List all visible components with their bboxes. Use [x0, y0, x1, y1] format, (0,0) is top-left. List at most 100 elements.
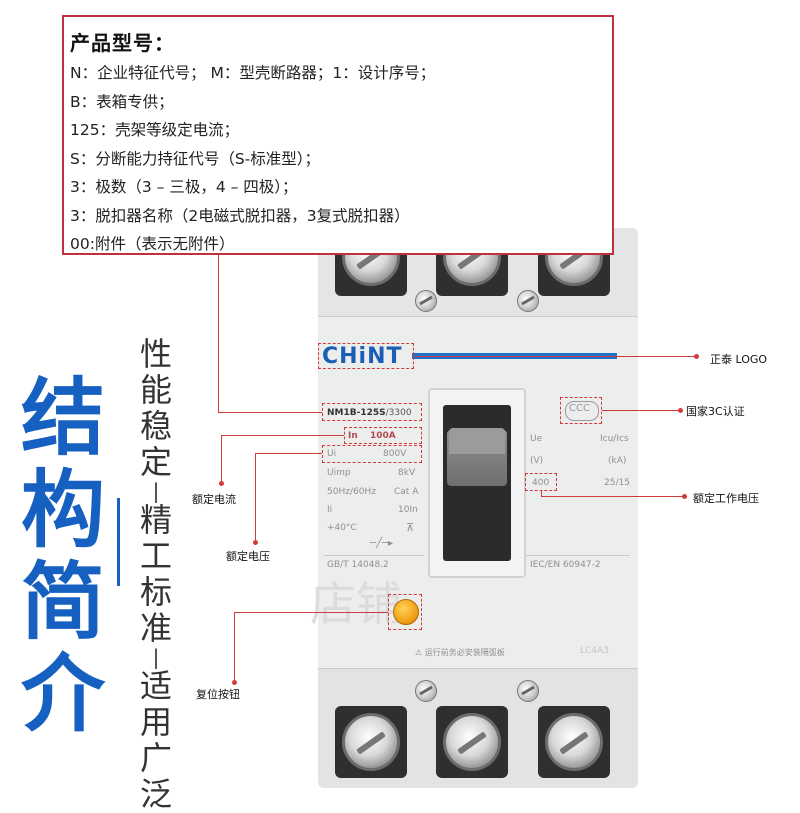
info-title: 产品型号：	[70, 31, 175, 55]
connector-line	[221, 435, 222, 483]
info-line: N：企业特征代号； M：型壳断路器；1：设计序号；	[70, 64, 436, 82]
breaker-handle-cap[interactable]	[449, 428, 505, 454]
connector-line	[218, 255, 219, 412]
ii-value: 10In	[398, 505, 418, 515]
model-label: NM1B-125S/3300	[327, 408, 412, 418]
callout-rated-voltage: 额定电压	[226, 550, 270, 563]
info-line: 3：极数（3 – 三极，4 – 四极）；	[70, 178, 298, 196]
connector-line	[221, 435, 344, 436]
standard-gb: GB/T 14048.2	[327, 560, 389, 570]
slogan-char: 广	[139, 739, 172, 777]
slogan-separator: |	[152, 479, 160, 503]
uimp-label: Uimp	[327, 468, 351, 478]
divider	[526, 555, 630, 556]
title-char: 构	[20, 461, 105, 559]
callout-ccc: 国家3C认证	[686, 405, 745, 418]
ui-label: Ui	[327, 449, 337, 459]
ui-value: 800V	[383, 449, 407, 459]
chint-logo: CHiNT	[322, 344, 403, 369]
slogan-char: 稳	[139, 407, 172, 445]
slogan-char: 能	[139, 371, 172, 409]
connector-line	[541, 491, 542, 497]
category: Cat A	[394, 487, 419, 497]
switch-symbol-icon: ─╱─▸	[370, 538, 394, 549]
connector-dot	[232, 680, 237, 685]
slogan-separator: |	[152, 645, 160, 669]
slogan-char: 适	[139, 667, 172, 705]
watermark: 店铺	[310, 577, 402, 631]
ii-label: Ii	[327, 505, 333, 515]
connector-dot	[694, 354, 699, 359]
divider	[318, 316, 638, 317]
in-value: 100A	[370, 431, 396, 441]
uimp-value: 8kV	[398, 468, 416, 478]
in-label: In	[348, 431, 358, 441]
terminal-screw-icon	[545, 713, 603, 771]
slogan-char: 泛	[139, 775, 172, 813]
connector-line	[414, 356, 696, 357]
slogan-char: 用	[139, 703, 172, 741]
slogan-char: 准	[139, 609, 172, 647]
connector-line	[218, 412, 322, 413]
icu-unit: (kA)	[608, 456, 627, 466]
product-model-info-box: 产品型号： N：企业特征代号； M：型壳断路器；1：设计序号； B：表箱专供； …	[62, 15, 614, 255]
connector-dot	[682, 494, 687, 499]
ccc-text: CCC	[569, 403, 590, 414]
slogan-char: 定	[139, 443, 172, 481]
terminal-screw-icon	[443, 713, 501, 771]
callout-reset-button: 复位按钮	[196, 688, 240, 701]
ue-label: Ue	[530, 434, 543, 444]
divider	[318, 668, 638, 669]
ue-unit: (V)	[530, 456, 544, 466]
connector-dot	[253, 540, 258, 545]
small-screw-icon	[517, 680, 539, 702]
connector-dot	[219, 481, 224, 486]
small-screw-icon	[415, 680, 437, 702]
corner-mark: LC4A3	[580, 646, 609, 656]
callout-logo: 正泰 LOGO	[710, 353, 768, 366]
connector-line	[602, 410, 680, 411]
standard-iec: IEC/EN 60947-2	[530, 560, 601, 570]
slogan-char: 精	[139, 501, 172, 539]
frequency: 50Hz/60Hz	[327, 487, 376, 497]
ue-value: 400	[532, 478, 550, 488]
model-number: NM1B-125S	[327, 408, 386, 418]
icu-label: Icu/Ics	[600, 434, 629, 444]
current-highlight	[344, 427, 422, 444]
reset-button[interactable]	[393, 599, 419, 625]
accent-bar	[117, 498, 120, 586]
callout-rated-current: 额定电流	[192, 493, 236, 506]
small-screw-icon	[415, 290, 437, 312]
connector-line	[255, 453, 256, 541]
ccc-highlight	[560, 397, 602, 424]
terminal-screw-icon	[342, 713, 400, 771]
info-line: B：表箱专供；	[70, 92, 174, 111]
title-char: 结	[20, 369, 105, 467]
slogan: 性 能 稳 定 | 精 工 标 准 | 适 用 广 泛	[134, 336, 178, 812]
reset-highlight	[388, 594, 422, 630]
title-char: 介	[20, 645, 105, 743]
ccc-mark-icon: CCC	[565, 401, 599, 421]
logo-highlight	[318, 343, 414, 369]
info-line: 00:附件（表示无附件）	[70, 235, 235, 253]
slogan-char: 标	[139, 573, 172, 611]
title-char: 简	[20, 553, 105, 651]
callout-rated-working-voltage: 额定工作电压	[693, 492, 759, 505]
small-screw-icon	[517, 290, 539, 312]
connector-line	[255, 453, 322, 454]
slogan-char: 性	[139, 335, 172, 373]
model-highlight	[322, 403, 422, 421]
info-line: 125：壳架等级定电流；	[70, 121, 240, 139]
voltage-highlight	[322, 445, 422, 463]
divider	[324, 555, 424, 556]
info-line: S：分断能力持征代号（S-标准型）；	[70, 149, 321, 168]
working-voltage-highlight	[525, 473, 557, 491]
model-suffix: /3300	[385, 408, 412, 418]
connector-line	[541, 496, 683, 497]
connector-dot	[678, 408, 683, 413]
connector-line	[234, 612, 388, 613]
connector-line	[234, 612, 235, 682]
warning-text: ⚠ 运行前务必安装隔弧板	[415, 648, 505, 657]
structure-title: 结 构 简 介	[18, 372, 108, 740]
slogan-char: 工	[139, 537, 172, 575]
